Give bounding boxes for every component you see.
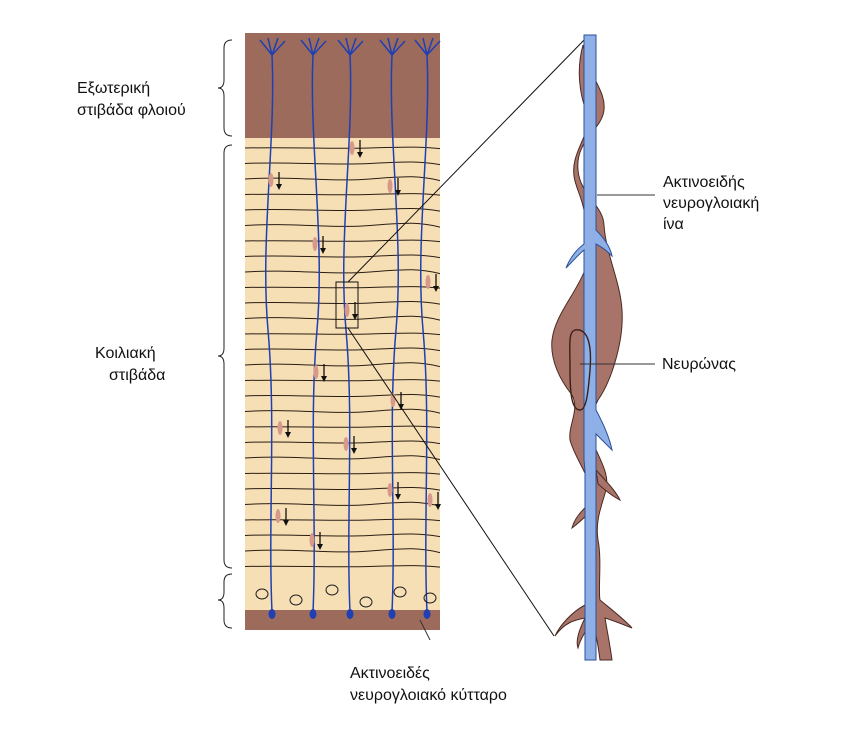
- migrating-neuron: [387, 483, 393, 497]
- glia-cell-body: [346, 609, 354, 619]
- migrating-neuron: [425, 275, 431, 289]
- arrow-head: [276, 184, 282, 190]
- label-ventricular-layer-2: στιβάδα: [109, 367, 166, 384]
- layer-line: [244, 222, 441, 228]
- arrow-head: [357, 152, 363, 158]
- cortex-column: [244, 33, 441, 630]
- migrating-neuron: [344, 303, 350, 317]
- migration-arrows: [276, 140, 441, 550]
- fiber-branch: [337, 37, 364, 56]
- label-glia-fiber-3: ίνα: [663, 216, 684, 233]
- layer-line: [244, 501, 441, 507]
- migrating-neuron: [313, 365, 319, 379]
- layer-line: [244, 332, 441, 336]
- layer-line: [244, 315, 441, 321]
- layer-line: [244, 207, 441, 212]
- layer-line: [244, 408, 441, 414]
- ventricular-cells: [255, 584, 437, 608]
- arrow-head: [321, 376, 327, 382]
- glia-cell-body: [388, 609, 396, 619]
- zoom-line-bottom: [347, 327, 555, 637]
- zoom-indicator: [335, 36, 588, 637]
- outer-cortical-layer: [245, 33, 440, 138]
- fiber-branch: [300, 37, 327, 56]
- label-outer-layer-1: Εξωτερική: [77, 80, 151, 97]
- leader-lines: [419, 194, 655, 641]
- migrating-neuron: [349, 141, 355, 155]
- bracket-ventricular-layer: [217, 144, 233, 569]
- zoom-box: [335, 281, 359, 329]
- fiber-branch: [414, 37, 441, 56]
- ventricular-cell: [423, 592, 437, 604]
- migrating-neuron: [312, 237, 318, 251]
- label-glia-fiber-1: Ακτινοειδής: [663, 174, 745, 191]
- layer-line: [244, 393, 441, 398]
- layer-line: [244, 379, 441, 382]
- arrow-head: [320, 248, 326, 254]
- migrating-neuron: [277, 421, 283, 435]
- radial-glia-fiber: [420, 54, 429, 613]
- glia-cell-body: [268, 609, 276, 619]
- radial-glia-fibers: [259, 37, 441, 619]
- layer-line: [244, 347, 441, 352]
- fiber-branch: [379, 37, 406, 56]
- layer-line: [244, 193, 441, 196]
- radial-glia-fiber-shape: [565, 34, 613, 661]
- radial-glia-fiber: [311, 54, 320, 613]
- label-outer-layer-2: στιβάδα φλοιού: [77, 102, 186, 119]
- bracket-cell-layer: [217, 573, 233, 629]
- arrow-head: [395, 190, 401, 196]
- label-glia-cell-1: Ακτινοειδές: [350, 665, 430, 682]
- layer-line: [244, 486, 441, 491]
- arrow-head: [395, 494, 401, 500]
- label-glia-fiber-2: νευρογλοιακή: [663, 195, 760, 212]
- migrating-neuron: [427, 493, 433, 507]
- neuron-process-right: [595, 468, 622, 502]
- glia-cell-body: [423, 609, 431, 619]
- bracket-outer-layer: [217, 39, 233, 137]
- migrating-neuron: [343, 437, 349, 451]
- enlarged-view: [551, 34, 633, 661]
- layer-line: [244, 362, 441, 368]
- ventricular-cell: [359, 596, 373, 608]
- radial-glia-fiber: [265, 54, 274, 613]
- layer-line: [244, 472, 441, 475]
- layer-line: [244, 533, 441, 538]
- migrating-neuron: [309, 533, 315, 547]
- layer-line: [244, 161, 441, 166]
- migrating-neuron: [275, 509, 281, 523]
- layer-line: [244, 146, 441, 150]
- ventricular-layer: [245, 138, 440, 610]
- leader-glia-cell: [419, 619, 431, 641]
- label-neuron: Νευρώνας: [662, 356, 736, 373]
- layer-line: [244, 548, 441, 554]
- glia-cell-body: [309, 609, 317, 619]
- layer-line: [244, 565, 441, 568]
- migrating-neuron: [387, 179, 393, 193]
- zoom-line-top: [347, 36, 588, 283]
- arrow-head: [433, 286, 439, 292]
- label-glia-cell-2: νευρογλοιακό κύτταρο: [350, 687, 507, 704]
- migrating-neuron: [268, 173, 274, 187]
- arrow-head: [317, 544, 323, 550]
- layer-line: [244, 176, 441, 182]
- arrow-head: [352, 314, 358, 320]
- radial-glia-fiber: [390, 54, 399, 613]
- layer-line: [244, 440, 441, 445]
- arrow-head: [285, 432, 291, 438]
- arrow-head: [283, 520, 289, 526]
- label-ventricular-layer-1: Κοιλιακή: [95, 345, 156, 362]
- arrow-head: [351, 448, 357, 454]
- ventricular-cell: [289, 594, 303, 606]
- layer-line: [244, 455, 441, 461]
- ventricular-cell: [393, 586, 407, 598]
- ventricular-cell: [255, 588, 269, 600]
- ventricular-cell: [325, 584, 339, 596]
- layer-brackets: [217, 39, 233, 629]
- radial-glia-fiber: [343, 54, 352, 613]
- neuron-nucleus: [569, 329, 592, 411]
- arrow-head: [435, 504, 441, 510]
- fiber-branch: [259, 37, 286, 56]
